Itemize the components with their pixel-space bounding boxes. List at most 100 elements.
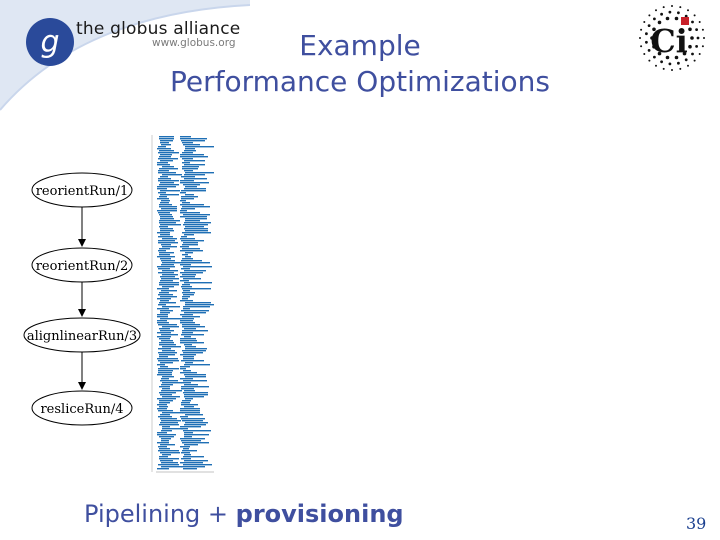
gantt-bar <box>160 194 179 196</box>
gantt-bar <box>181 452 190 454</box>
gantt-bar <box>182 326 205 328</box>
ci-dot <box>643 21 646 23</box>
gantt-bar <box>183 290 190 292</box>
gantt-bar <box>160 230 174 232</box>
ci-dot <box>662 6 665 9</box>
ci-dot <box>701 28 704 31</box>
gantt-bar <box>161 200 170 202</box>
workflow-node: alignlinearRun/3 <box>23 317 141 353</box>
gantt-bar <box>180 342 204 344</box>
gantt-bar <box>158 146 166 148</box>
gantt-bar <box>183 392 208 394</box>
ci-dot <box>671 69 673 71</box>
gantt-bar <box>183 184 200 186</box>
gantt-bar <box>180 340 197 342</box>
gantt-bar <box>159 392 176 394</box>
gantt-bar <box>157 256 175 258</box>
gantt-bar <box>161 462 178 464</box>
gantt-bar <box>157 364 165 366</box>
gantt-bar <box>182 158 193 160</box>
gantt-bar <box>180 320 193 322</box>
gantt-bar <box>183 294 194 296</box>
gantt-bar <box>180 426 201 428</box>
gantt-bar <box>158 212 170 214</box>
gantt-bar <box>182 442 209 444</box>
gantt-bar <box>180 180 194 182</box>
ci-dot <box>640 45 643 48</box>
gantt-bar <box>180 378 193 380</box>
gantt-bar <box>158 372 172 374</box>
ci-dot <box>687 9 689 12</box>
gantt-bar <box>159 248 170 250</box>
gantt-bar <box>184 188 206 190</box>
gantt-bar <box>157 398 176 400</box>
gantt-bar <box>159 338 170 340</box>
gantt-bar <box>159 302 176 304</box>
gantt-bar <box>184 150 196 152</box>
gantt-bar <box>180 410 200 412</box>
gantt-bar <box>183 468 197 470</box>
workflow-node-label: reorientRun/1 <box>36 184 129 199</box>
gantt-bar <box>182 420 203 422</box>
gantt-bar <box>184 444 198 446</box>
gantt-bar <box>185 218 207 220</box>
gantt-bar <box>181 418 205 420</box>
gantt-bar <box>183 266 212 268</box>
gantt-bar <box>161 208 177 210</box>
ci-dot <box>682 51 687 56</box>
gantt-bar <box>181 140 205 142</box>
gantt-bar <box>182 202 190 204</box>
gantt-bar <box>158 272 174 274</box>
gantt-bar <box>184 436 192 438</box>
gantt-bar <box>158 360 179 362</box>
gantt-bar <box>159 448 170 450</box>
gantt-bar <box>160 422 178 424</box>
gantt-bar <box>157 404 167 406</box>
gantt-bar <box>157 314 168 316</box>
gantt-bar <box>184 374 206 376</box>
gantt-bar <box>180 246 189 248</box>
gantt-bar <box>181 198 194 200</box>
globus-g-circle <box>26 18 74 66</box>
gantt-bar <box>182 288 211 290</box>
gantt-bar <box>181 208 195 210</box>
ci-dot <box>677 61 680 65</box>
ci-dot <box>647 49 651 52</box>
gantt-bar <box>184 396 204 398</box>
ci-dot <box>691 20 694 24</box>
ci-dot <box>674 16 679 21</box>
ci-dot <box>693 59 696 62</box>
gantt-bar <box>182 206 210 208</box>
slide-title: Example Performance Optimizations <box>110 28 610 100</box>
gantt-bar <box>182 262 210 264</box>
gantt-bar <box>158 464 179 466</box>
gantt-bar <box>184 160 205 162</box>
ci-dot <box>668 62 672 66</box>
gantt-bar <box>184 454 191 456</box>
gantt-bar <box>181 402 190 404</box>
gantt-bar <box>157 148 171 150</box>
gantt-bar <box>160 414 170 416</box>
gantt-bar <box>180 210 187 212</box>
gantt-bar <box>160 224 181 226</box>
gantt-bar <box>162 426 170 428</box>
workflow-node: resliceRun/4 <box>31 390 133 426</box>
gantt-bar <box>185 148 195 150</box>
gantt-bar <box>180 216 207 218</box>
gantt-bar <box>157 332 171 334</box>
gantt-bar <box>182 316 200 318</box>
gantt-bar <box>160 318 181 320</box>
gantt-bar <box>181 190 206 192</box>
gantt-bar <box>184 344 192 346</box>
gantt-bar <box>160 452 180 454</box>
gantt-bar <box>159 344 176 346</box>
gantt-bar <box>185 256 191 258</box>
gantt-bar <box>157 266 175 268</box>
ci-dot <box>703 37 705 39</box>
gantt-bar <box>181 196 198 198</box>
ci-dot <box>691 52 694 56</box>
gantt-bar <box>159 196 167 198</box>
ci-logo-letters: Ci <box>650 22 688 60</box>
gantt-bar <box>161 334 178 336</box>
gantt-bar <box>161 290 177 292</box>
